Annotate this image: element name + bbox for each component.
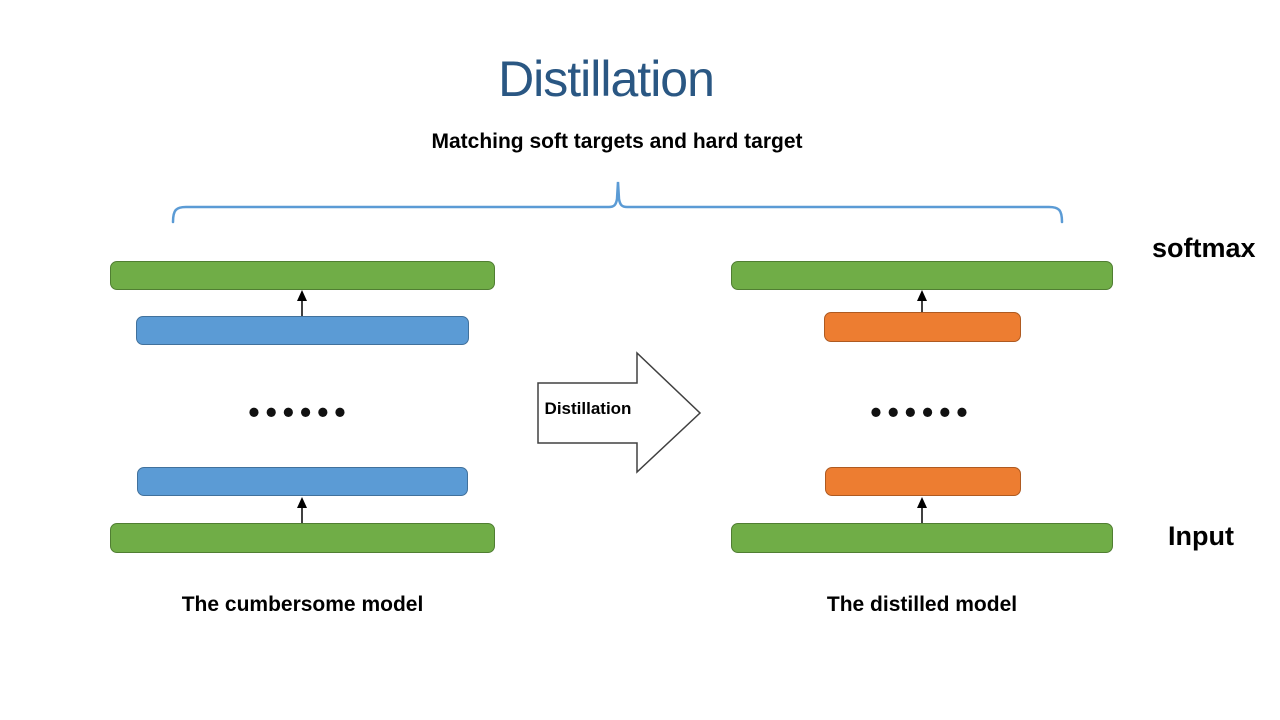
teacher-softmax-layer-bar <box>110 261 495 290</box>
slide-title: Distillation <box>498 51 715 107</box>
teacher-input-layer-bar <box>110 523 495 553</box>
teacher-ellipsis-dots: •••••• <box>248 394 352 430</box>
teacher-model-caption: The cumbersome model <box>181 593 424 616</box>
input-label: Input <box>1168 521 1234 551</box>
curly-brace-icon <box>171 181 1064 224</box>
up-arrow-icon <box>297 290 307 316</box>
student-ellipsis-dots: •••••• <box>870 394 974 430</box>
student-softmax-layer-bar <box>731 261 1113 290</box>
student-input-layer-bar <box>731 523 1113 553</box>
student-top-hidden-layer-bar <box>824 312 1021 342</box>
softmax-label: softmax <box>1152 233 1256 263</box>
slide-subtitle: Matching soft targets and hard target <box>431 130 803 153</box>
teacher-top-hidden-layer-bar <box>136 316 469 345</box>
up-arrow-icon <box>917 290 927 312</box>
teacher-bottom-hidden-layer-bar <box>137 467 468 496</box>
up-arrow-icon <box>297 497 307 523</box>
student-model-caption: The distilled model <box>826 593 1018 616</box>
up-arrow-icon <box>917 497 927 523</box>
distillation-arrow-label: Distillation <box>544 399 632 418</box>
student-bottom-hidden-layer-bar <box>825 467 1021 496</box>
